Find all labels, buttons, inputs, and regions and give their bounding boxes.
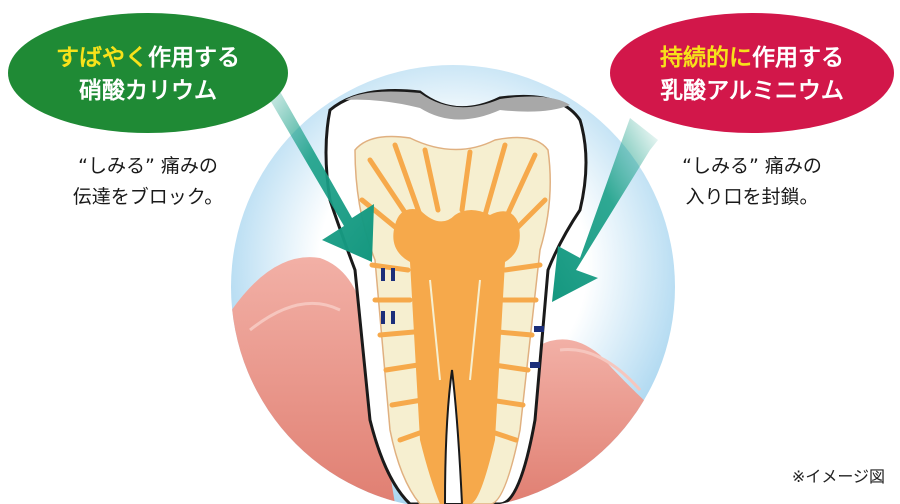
right-line1-rest: 作用する (752, 45, 844, 71)
svg-text:すばやく作用する: すばやく作用する (56, 45, 240, 71)
svg-text:持続的に作用する: 持続的に作用する (660, 44, 844, 71)
block-marker (381, 268, 385, 281)
right-callout-bubble: 持続的に作用する 乳酸アルミニウム (610, 13, 894, 133)
arrow-left (248, 88, 374, 262)
pulp (393, 209, 520, 504)
left-line1-rest: 作用する (148, 45, 240, 71)
left-callout-bubble: すばやく作用する 硝酸カリウム (8, 13, 288, 133)
image-note: ※イメージ図 (792, 467, 885, 486)
right-desc-line2: 入り口を封鎖。 (685, 186, 818, 208)
right-ingredient: 乳酸アルミニウム (660, 77, 844, 104)
seal-marker (534, 326, 544, 332)
block-marker (391, 268, 395, 281)
block-marker (391, 311, 395, 324)
right-desc-line1: “しみる” 痛みの (682, 155, 822, 177)
left-ingredient: 硝酸カリウム (79, 78, 217, 104)
block-marker (381, 311, 385, 324)
right-highlight: 持続的に (660, 44, 752, 71)
left-desc-line1: “しみる” 痛みの (78, 155, 218, 177)
left-desc-line2: 伝達をブロック。 (73, 185, 223, 208)
seal-marker (530, 362, 540, 368)
enamel-top (345, 91, 570, 120)
left-highlight: すばやく (56, 45, 148, 71)
arrow-right (552, 118, 658, 302)
